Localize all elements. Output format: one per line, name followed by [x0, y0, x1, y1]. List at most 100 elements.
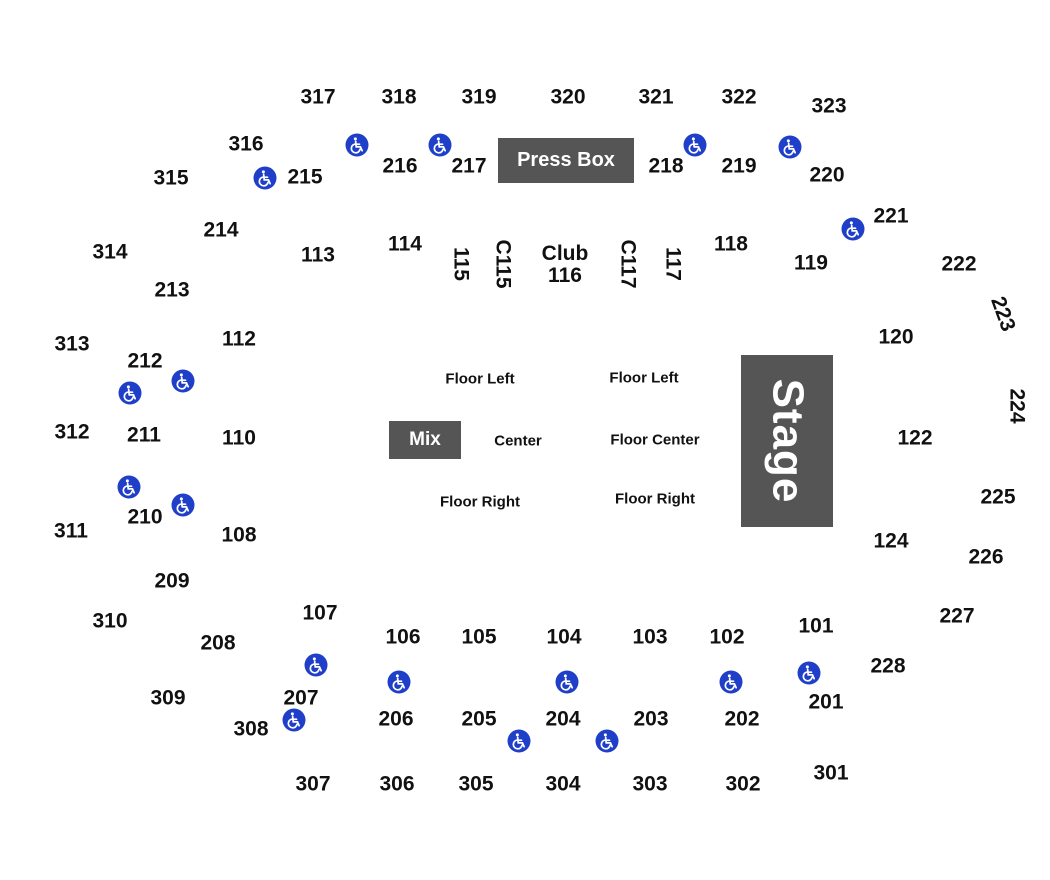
- section-label[interactable]: 228: [870, 654, 906, 678]
- section-label[interactable]: 112: [222, 327, 256, 351]
- section-label[interactable]: 211: [127, 423, 161, 447]
- section-label[interactable]: 117: [661, 247, 685, 281]
- section-label[interactable]: 219: [721, 154, 757, 178]
- floor-section-label[interactable]: Center: [494, 432, 542, 450]
- section-label[interactable]: 320: [550, 85, 586, 109]
- section-label[interactable]: 107: [302, 601, 338, 625]
- section-club-116[interactable]: Club 116: [541, 241, 589, 287]
- wheelchair-icon[interactable]: [304, 653, 328, 677]
- section-label[interactable]: 311: [54, 519, 88, 543]
- section-label[interactable]: 323: [811, 94, 847, 118]
- section-label[interactable]: 303: [632, 772, 668, 796]
- section-label[interactable]: 322: [721, 85, 757, 109]
- wheelchair-icon[interactable]: [117, 475, 141, 499]
- section-label[interactable]: 205: [461, 707, 497, 731]
- wheelchair-icon[interactable]: [282, 708, 306, 732]
- section-label[interactable]: 213: [154, 278, 190, 302]
- section-label[interactable]: 313: [54, 332, 90, 356]
- section-label[interactable]: 315: [153, 166, 189, 190]
- mix-label: Mix: [409, 429, 441, 450]
- section-label[interactable]: 310: [92, 609, 128, 633]
- section-label[interactable]: 105: [461, 625, 497, 649]
- section-label[interactable]: 120: [878, 325, 914, 349]
- section-label[interactable]: 202: [724, 707, 760, 731]
- section-label[interactable]: 301: [813, 761, 849, 785]
- section-label[interactable]: 220: [809, 163, 845, 187]
- section-label[interactable]: 207: [283, 686, 319, 710]
- section-label[interactable]: 308: [233, 717, 269, 741]
- section-label[interactable]: 118: [714, 232, 748, 256]
- section-label[interactable]: 206: [378, 707, 414, 731]
- wheelchair-icon[interactable]: [387, 670, 411, 694]
- section-label[interactable]: 209: [154, 569, 190, 593]
- wheelchair-icon[interactable]: [118, 381, 142, 405]
- section-label[interactable]: 216: [382, 154, 418, 178]
- wheelchair-icon[interactable]: [778, 135, 802, 159]
- section-label[interactable]: 208: [200, 631, 236, 655]
- section-label[interactable]: 210: [127, 505, 163, 529]
- section-label[interactable]: 306: [379, 772, 415, 796]
- section-label[interactable]: 217: [451, 154, 487, 178]
- section-label[interactable]: 312: [54, 420, 90, 444]
- section-label[interactable]: 203: [633, 707, 669, 731]
- section-label[interactable]: 314: [92, 240, 128, 264]
- wheelchair-icon[interactable]: [595, 729, 619, 753]
- section-label[interactable]: 104: [546, 625, 582, 649]
- section-label[interactable]: 108: [221, 523, 257, 547]
- section-label[interactable]: 221: [873, 204, 909, 228]
- section-label[interactable]: C117: [616, 239, 640, 289]
- wheelchair-icon[interactable]: [171, 369, 195, 393]
- floor-section-label[interactable]: Floor Left: [609, 369, 679, 387]
- section-label[interactable]: 212: [127, 349, 163, 373]
- section-label[interactable]: 316: [228, 132, 264, 156]
- section-label[interactable]: 305: [458, 772, 494, 796]
- section-label[interactable]: 317: [300, 85, 336, 109]
- floor-section-label[interactable]: Floor Center: [610, 431, 700, 449]
- wheelchair-icon[interactable]: [345, 133, 369, 157]
- section-label[interactable]: 224: [1005, 388, 1029, 424]
- section-label[interactable]: 214: [203, 218, 239, 242]
- section-label[interactable]: 223: [986, 293, 1020, 335]
- wheelchair-icon[interactable]: [428, 133, 452, 157]
- wheelchair-icon[interactable]: [507, 729, 531, 753]
- section-label[interactable]: 119: [794, 251, 828, 275]
- wheelchair-icon[interactable]: [171, 493, 195, 517]
- section-label[interactable]: 204: [545, 707, 581, 731]
- wheelchair-icon[interactable]: [797, 661, 821, 685]
- section-label[interactable]: 124: [873, 529, 909, 553]
- section-label[interactable]: 304: [545, 772, 581, 796]
- section-label[interactable]: 201: [808, 690, 844, 714]
- club-label: Club: [541, 241, 589, 265]
- section-label[interactable]: 113: [301, 243, 335, 267]
- section-label[interactable]: 115: [449, 247, 473, 281]
- section-label[interactable]: 225: [980, 485, 1016, 509]
- section-label[interactable]: 103: [632, 625, 668, 649]
- section-label[interactable]: 106: [385, 625, 421, 649]
- section-label[interactable]: 321: [638, 85, 674, 109]
- section-label[interactable]: 101: [798, 614, 834, 638]
- section-label[interactable]: 215: [287, 165, 323, 189]
- floor-section-label[interactable]: Floor Right: [440, 493, 520, 511]
- wheelchair-icon[interactable]: [841, 217, 865, 241]
- wheelchair-icon[interactable]: [555, 670, 579, 694]
- section-label[interactable]: 218: [648, 154, 684, 178]
- section-label[interactable]: 318: [381, 85, 417, 109]
- floor-section-label[interactable]: Floor Left: [445, 370, 515, 388]
- wheelchair-icon[interactable]: [253, 166, 277, 190]
- wheelchair-icon[interactable]: [683, 133, 707, 157]
- section-label[interactable]: 114: [388, 232, 422, 256]
- section-label[interactable]: 222: [941, 252, 977, 276]
- section-label[interactable]: 102: [709, 625, 745, 649]
- section-label[interactable]: 319: [461, 85, 497, 109]
- stage: Stage: [741, 355, 833, 527]
- floor-section-label[interactable]: Floor Right: [615, 490, 695, 508]
- section-label[interactable]: C115: [491, 239, 515, 289]
- wheelchair-icon[interactable]: [719, 670, 743, 694]
- section-label[interactable]: 110: [222, 426, 256, 450]
- section-label[interactable]: 309: [150, 686, 186, 710]
- section-label[interactable]: 307: [295, 772, 331, 796]
- section-label[interactable]: 122: [897, 426, 933, 450]
- section-label[interactable]: 226: [968, 545, 1004, 569]
- section-label[interactable]: 302: [725, 772, 761, 796]
- section-label[interactable]: 227: [939, 604, 975, 628]
